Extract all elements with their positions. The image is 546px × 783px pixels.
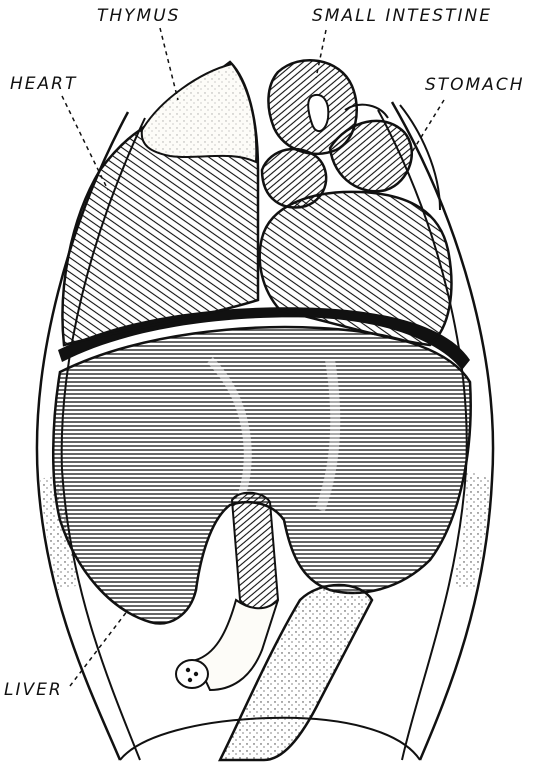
small-intestine-label: SMALL INTESTINE [312,6,492,26]
heart-label: HEART [10,74,77,94]
liver-label: LIVER [4,680,63,700]
thymus [142,64,257,162]
small-intestine [262,60,412,207]
gall-bladder [232,493,278,609]
stomach-label: STOMACH [425,75,525,95]
thymus-label: THYMUS [97,6,180,26]
